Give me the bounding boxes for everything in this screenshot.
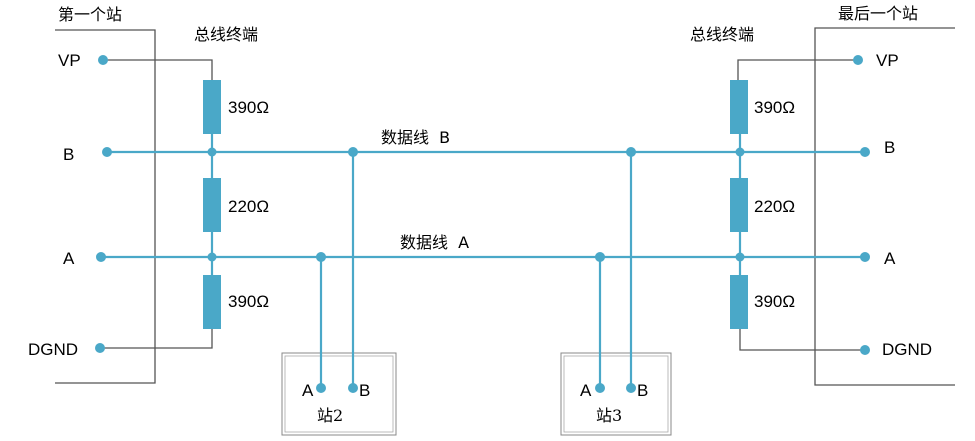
right-resistor-bottom-label: 390Ω (754, 292, 795, 311)
station3-pin-b (626, 383, 636, 393)
last-station-frame (814, 27, 955, 386)
station3-pin-b-label: B (637, 381, 648, 400)
station2-label: 站2 (317, 406, 343, 425)
right-pin-a-label: A (884, 249, 896, 268)
station2-pin-b-label: B (359, 381, 370, 400)
station3-box-outer (560, 352, 672, 436)
left-pin-vp-label: VP (58, 51, 81, 70)
left-b-terminal (102, 147, 112, 157)
right-terminator-b-junction (735, 147, 745, 157)
first-station-frame (55, 29, 156, 384)
station2-box-inner (284, 355, 394, 433)
station2-b-junction (348, 147, 358, 157)
left-resistor-top (203, 80, 221, 134)
right-pin-b-label: B (884, 138, 895, 157)
data-line-b-label: 数据线 B (381, 128, 450, 147)
left-dgnd-wire (100, 326, 213, 349)
right-resistor-bottom (730, 275, 748, 329)
left-terminator-a-junction (207, 252, 217, 262)
left-pin-dgnd-label: DGND (28, 340, 78, 359)
station3-pin-a (595, 383, 605, 393)
right-pin-vp-label: VP (876, 51, 899, 70)
left-a-terminal (96, 252, 106, 262)
left-resistor-bottom (203, 275, 221, 329)
right-terminator-a-junction (735, 252, 745, 262)
left-dgnd-terminal (95, 343, 105, 353)
left-pin-b-label: B (63, 145, 74, 164)
station2-pin-b (348, 383, 358, 393)
right-pin-dgnd-label: DGND (882, 340, 932, 359)
left-terminator-b-junction (207, 147, 217, 157)
station3-b-junction (626, 147, 636, 157)
station2-pin-a-label: A (302, 381, 314, 400)
station3-label: 站3 (596, 406, 622, 425)
left-resistor-top-label: 390Ω (228, 98, 269, 117)
right-resistor-middle (730, 178, 748, 232)
station3-a-junction (595, 252, 605, 262)
left-resistor-middle-label: 220Ω (228, 197, 269, 216)
right-dgnd-terminal (860, 345, 870, 355)
right-resistor-top (730, 80, 748, 134)
data-line-a-label: 数据线 A (400, 233, 469, 252)
right-resistor-top-label: 390Ω (754, 98, 795, 117)
right-vp-wire (737, 59, 858, 82)
last-station-label: 最后一个站 (838, 4, 918, 23)
station2-pin-a (316, 383, 326, 393)
left-vp-wire (103, 59, 213, 82)
left-resistor-middle (203, 178, 221, 232)
left-pin-a-label: A (63, 249, 75, 268)
right-dgnd-wire (739, 326, 865, 351)
right-vp-terminal (853, 55, 863, 65)
right-a-terminal (860, 252, 870, 262)
left-terminator-title: 总线终端 (194, 25, 258, 44)
station3-pin-a-label: A (580, 381, 592, 400)
right-resistor-middle-label: 220Ω (754, 197, 795, 216)
left-resistor-bottom-label: 390Ω (228, 292, 269, 311)
station2-box-outer (281, 352, 397, 436)
right-b-terminal (860, 147, 870, 157)
right-terminator-title: 总线终端 (690, 25, 754, 44)
first-station-label: 第一个站 (58, 5, 122, 24)
left-vp-terminal (98, 55, 108, 65)
station3-box-inner (563, 355, 669, 433)
station2-a-junction (316, 252, 326, 262)
